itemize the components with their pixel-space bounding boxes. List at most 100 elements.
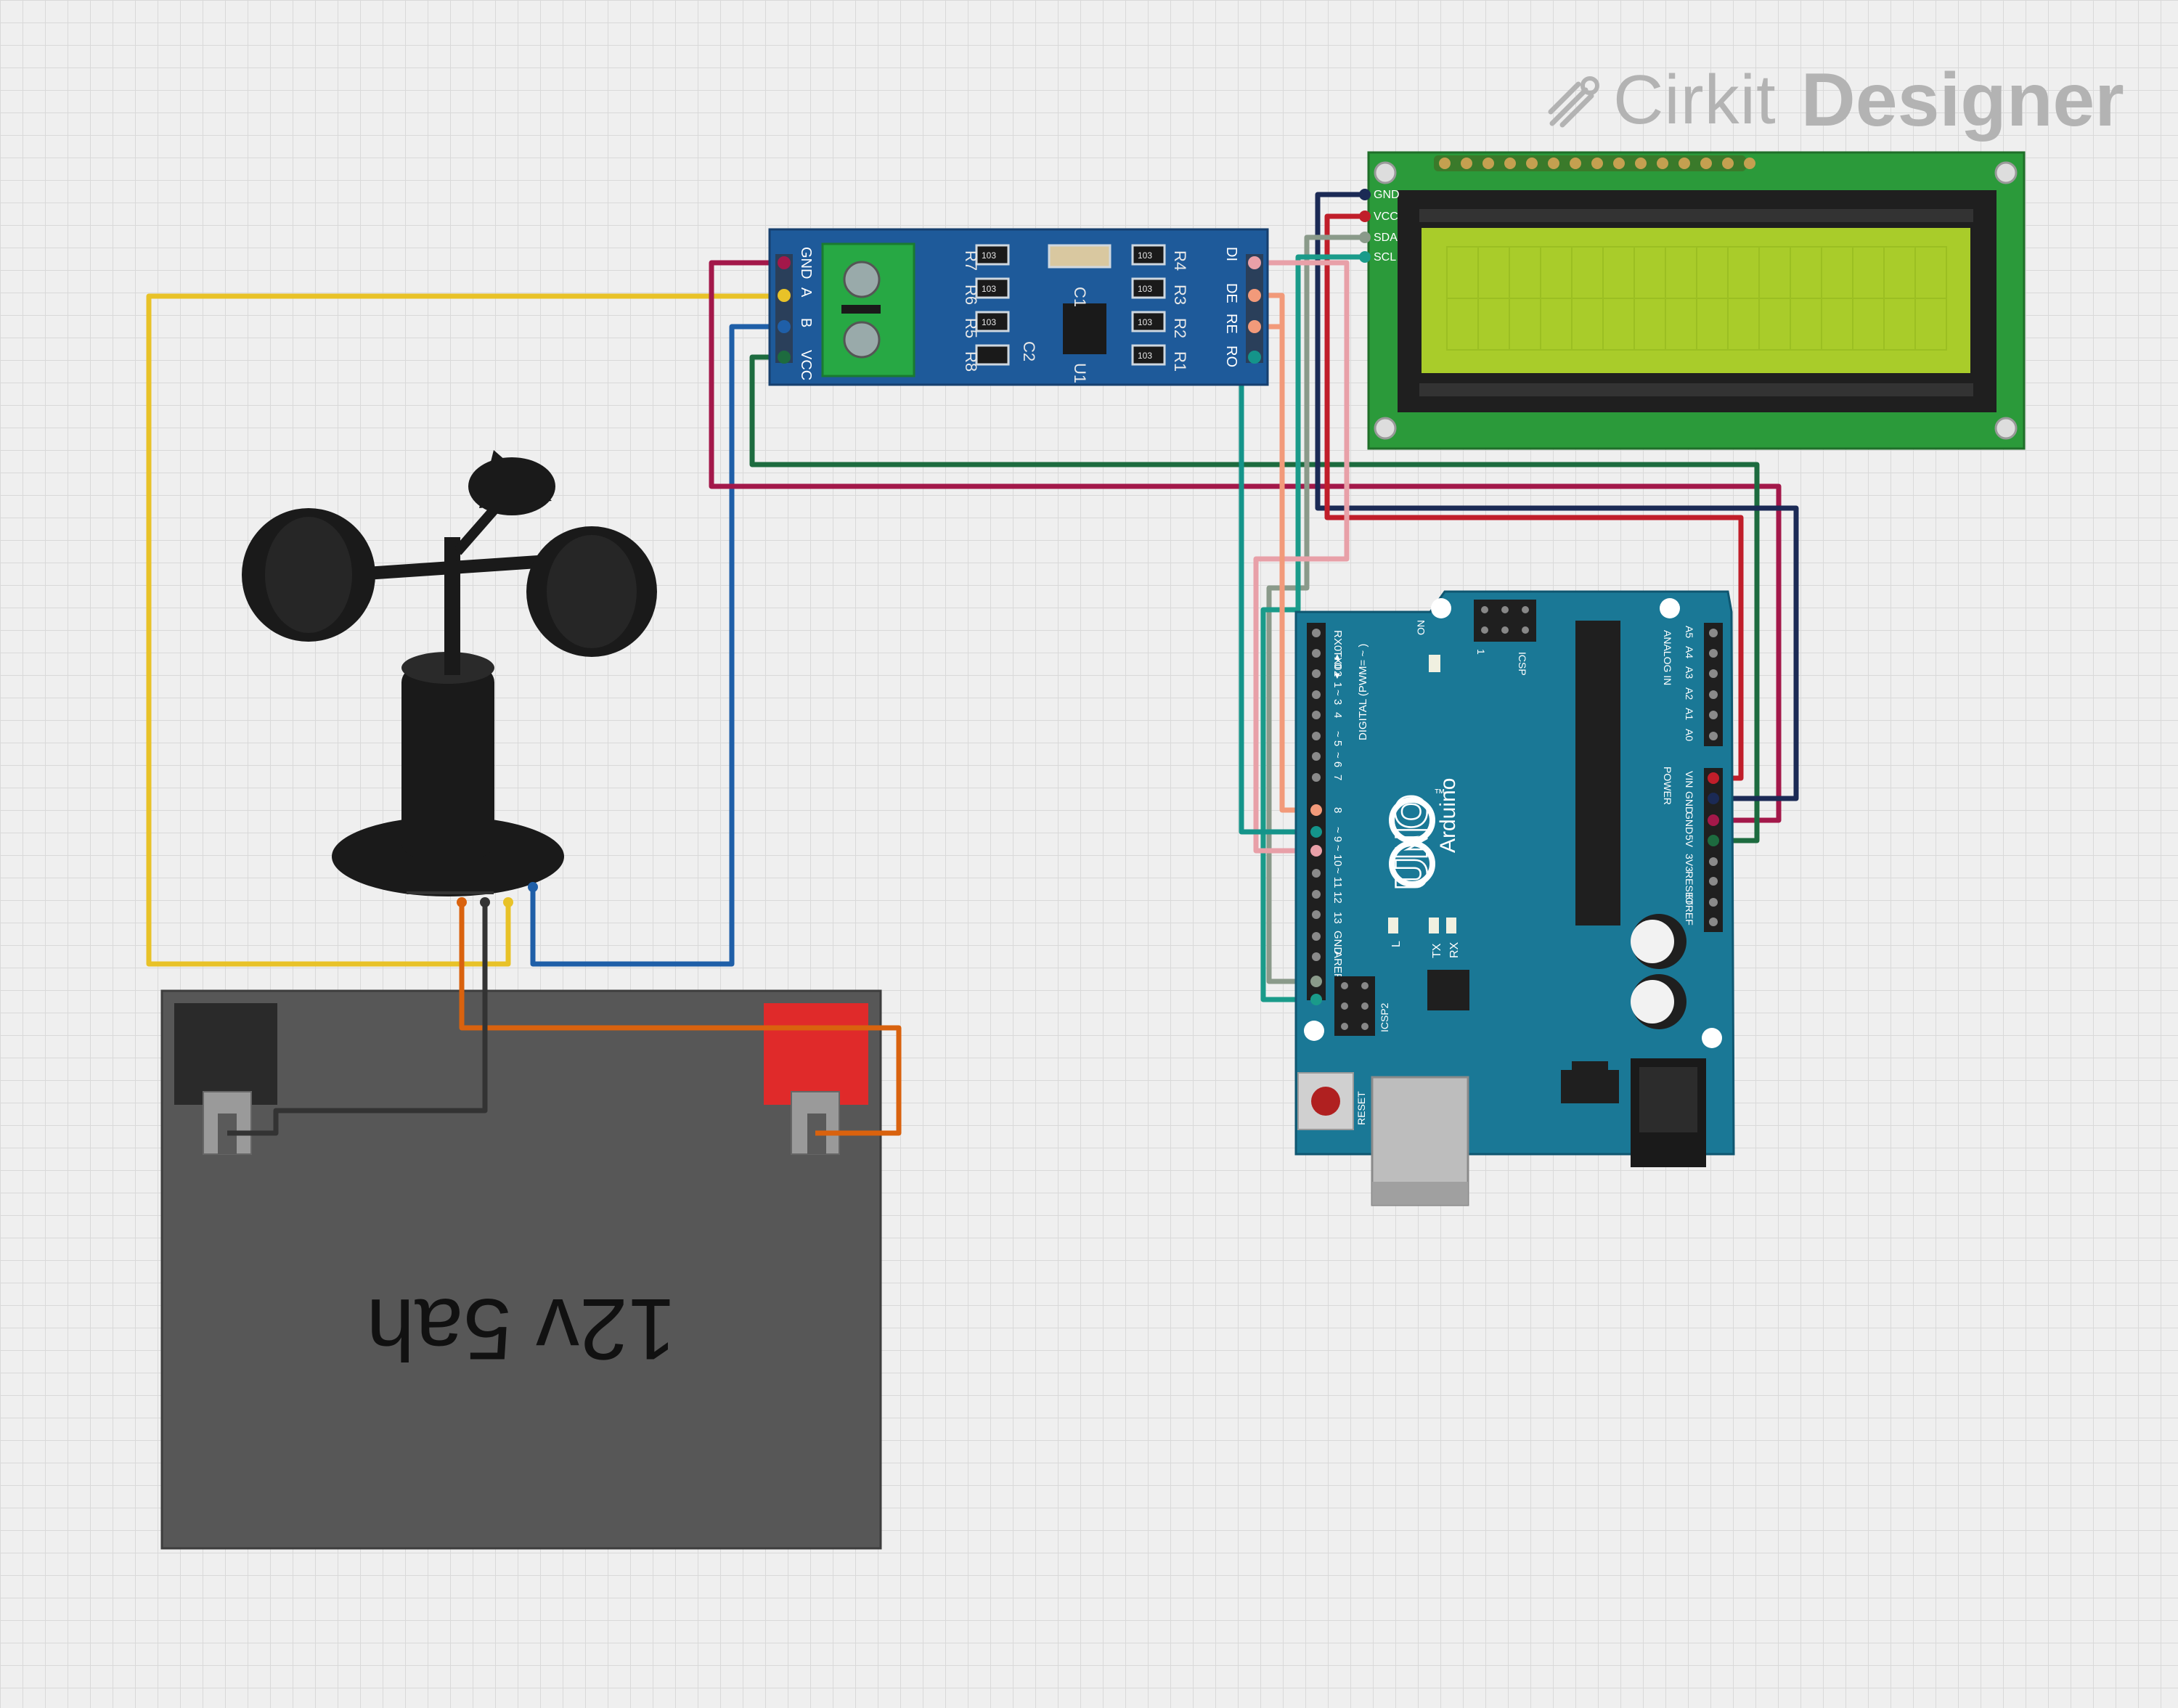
rs485-pin-gnd: GND [798,247,814,279]
analog-in-label: ANALOG IN [1662,630,1673,685]
arduino-uno[interactable]: RX0 ◂ 0 TX0 ▸ 1 2 ~ 3 4 ~ 5 ~ 6 7 8 ~ 9 … [1294,590,1735,1206]
cirkit-designer-logo: Cirkit Designer [1546,57,2124,144]
lcd-pin-gnd: GND [1374,189,1400,201]
pin-d6: ~ 6 [1331,752,1344,767]
led-tx [1429,918,1439,933]
atmega-chip [1575,621,1620,925]
pin-gnd-2: GND [1684,812,1695,834]
pin-5v: 5V [1684,835,1695,848]
digital-pwm-label: DIGITAL (PWM= ~ ) [1357,644,1369,740]
lcd-header-pins [1439,158,1755,169]
pin-d7: 7 [1331,775,1344,780]
pin-3v3: 3V3 [1684,854,1695,872]
cirkit-logo-icon [1548,76,1599,128]
pin-d1: TX0 ▸ 1 [1331,650,1344,688]
smd-code: 103 [1138,284,1152,294]
rs485-left-pins[interactable] [775,254,793,364]
pin-a5: A5 [1684,626,1695,638]
pin-a3: A3 [1684,666,1695,679]
label-r4: R4 [1171,250,1189,271]
led-tx-label: TX [1431,943,1443,958]
lcd-pin-scl: SCL [1374,251,1396,263]
wire-orange [459,902,902,1136]
rs485-pin-ro: RO [1223,346,1239,367]
wire-maroon [709,260,1782,823]
lcd-pin-sda: SDA [1374,232,1398,244]
pin-a0: A0 [1684,729,1695,741]
lcd-i2c-pins[interactable] [1359,189,1371,263]
trademark: ™ [1434,788,1445,800]
label-r1: R1 [1171,351,1189,372]
pin-d12: 12 [1331,891,1344,904]
arduino-brand-text: Arduino [1436,778,1460,853]
smd-code: 103 [982,284,996,294]
led-l [1388,918,1398,933]
label-r7: R7 [962,250,980,271]
pin-d0: RX0 ◂ 0 [1331,630,1344,669]
label-r8: R8 [962,351,980,372]
usb-chip [1427,970,1469,1010]
rs485-pin-di: DI [1223,247,1239,261]
label-r5: R5 [962,318,980,338]
smd-code: 103 [1138,250,1152,261]
wire-red [1324,213,1744,781]
battery-negative-terminal [174,1003,277,1105]
pin-d8: 8 [1331,807,1344,813]
lcd-character-grid [1446,246,1947,351]
pin-gnd-1: GND [1684,791,1695,814]
pin-a2: A2 [1684,687,1695,700]
rs485-right-pins[interactable] [1246,254,1263,364]
lcd-pin-vcc: VCC [1374,211,1398,223]
pin-aref: AREF [1331,951,1344,980]
icsp2-label: ICSP2 [1379,1002,1390,1032]
wire-yellow [146,293,784,967]
battery-positive-terminal [764,1003,868,1105]
wire-gray-sda [1266,234,1365,984]
on-label: ON [1415,620,1427,635]
reset-label: RESET [1355,1091,1367,1125]
rs485-pin-a: A [798,287,814,298]
on-led [1429,655,1440,672]
pin-reset: RESET [1684,871,1695,905]
battery[interactable]: 12v 5ah [160,989,882,1550]
anemometer[interactable] [242,450,657,896]
label-c1: C1 [1071,287,1089,307]
pin-d4: 4 [1331,712,1344,718]
analog-header[interactable] [1704,623,1723,746]
pin-d11: ~ 11 [1331,867,1344,888]
pin-d9: ~ 9 [1331,827,1344,842]
wire-pink-di [1253,260,1350,854]
rs485-pin-de: DE [1223,283,1239,303]
rs485-pin-b: B [798,318,814,327]
led-rx [1446,918,1456,933]
smd-code: 103 [982,317,996,327]
pin-d13: 13 [1331,912,1344,924]
wire-blue [530,324,784,967]
power-header[interactable] [1704,768,1723,932]
pin-d5: ~ 5 [1331,731,1344,746]
label-u1: U1 [1071,363,1089,383]
wire-darkgreen [749,354,1760,843]
wire-navy [1315,192,1799,801]
icsp-pin1-label: 1 [1475,649,1487,655]
logo-word-cirkit: Cirkit [1613,61,1777,139]
pin-gnd-digital: GND [1331,931,1344,955]
label-r6: R6 [962,285,980,305]
reset-button[interactable] [1297,1072,1354,1130]
smd-code: 103 [1138,317,1152,327]
power-label: POWER [1662,767,1673,805]
rs485-pin-re: RE [1223,314,1239,334]
icsp-label: ICSP [1517,652,1528,676]
pin-d3: ~ 3 [1331,690,1344,705]
logo-word-designer: Designer [1800,57,2124,142]
pin-d2: 2 [1331,671,1344,677]
battery-label: 12v 5ah [366,1280,676,1378]
label-r3: R3 [1171,285,1189,305]
arduino-logo: UNO Arduino ™ [1387,778,1461,891]
anemometer-pins[interactable] [457,882,538,907]
rs485-module[interactable]: R7 R6 R5 R8 C2 C1 U1 R4 R3 R2 R1 103 103… [768,228,1269,386]
wires [146,192,1799,1136]
label-r2: R2 [1171,318,1189,338]
lcd-display[interactable]: GND VCC SDA SCL [1359,151,2026,450]
